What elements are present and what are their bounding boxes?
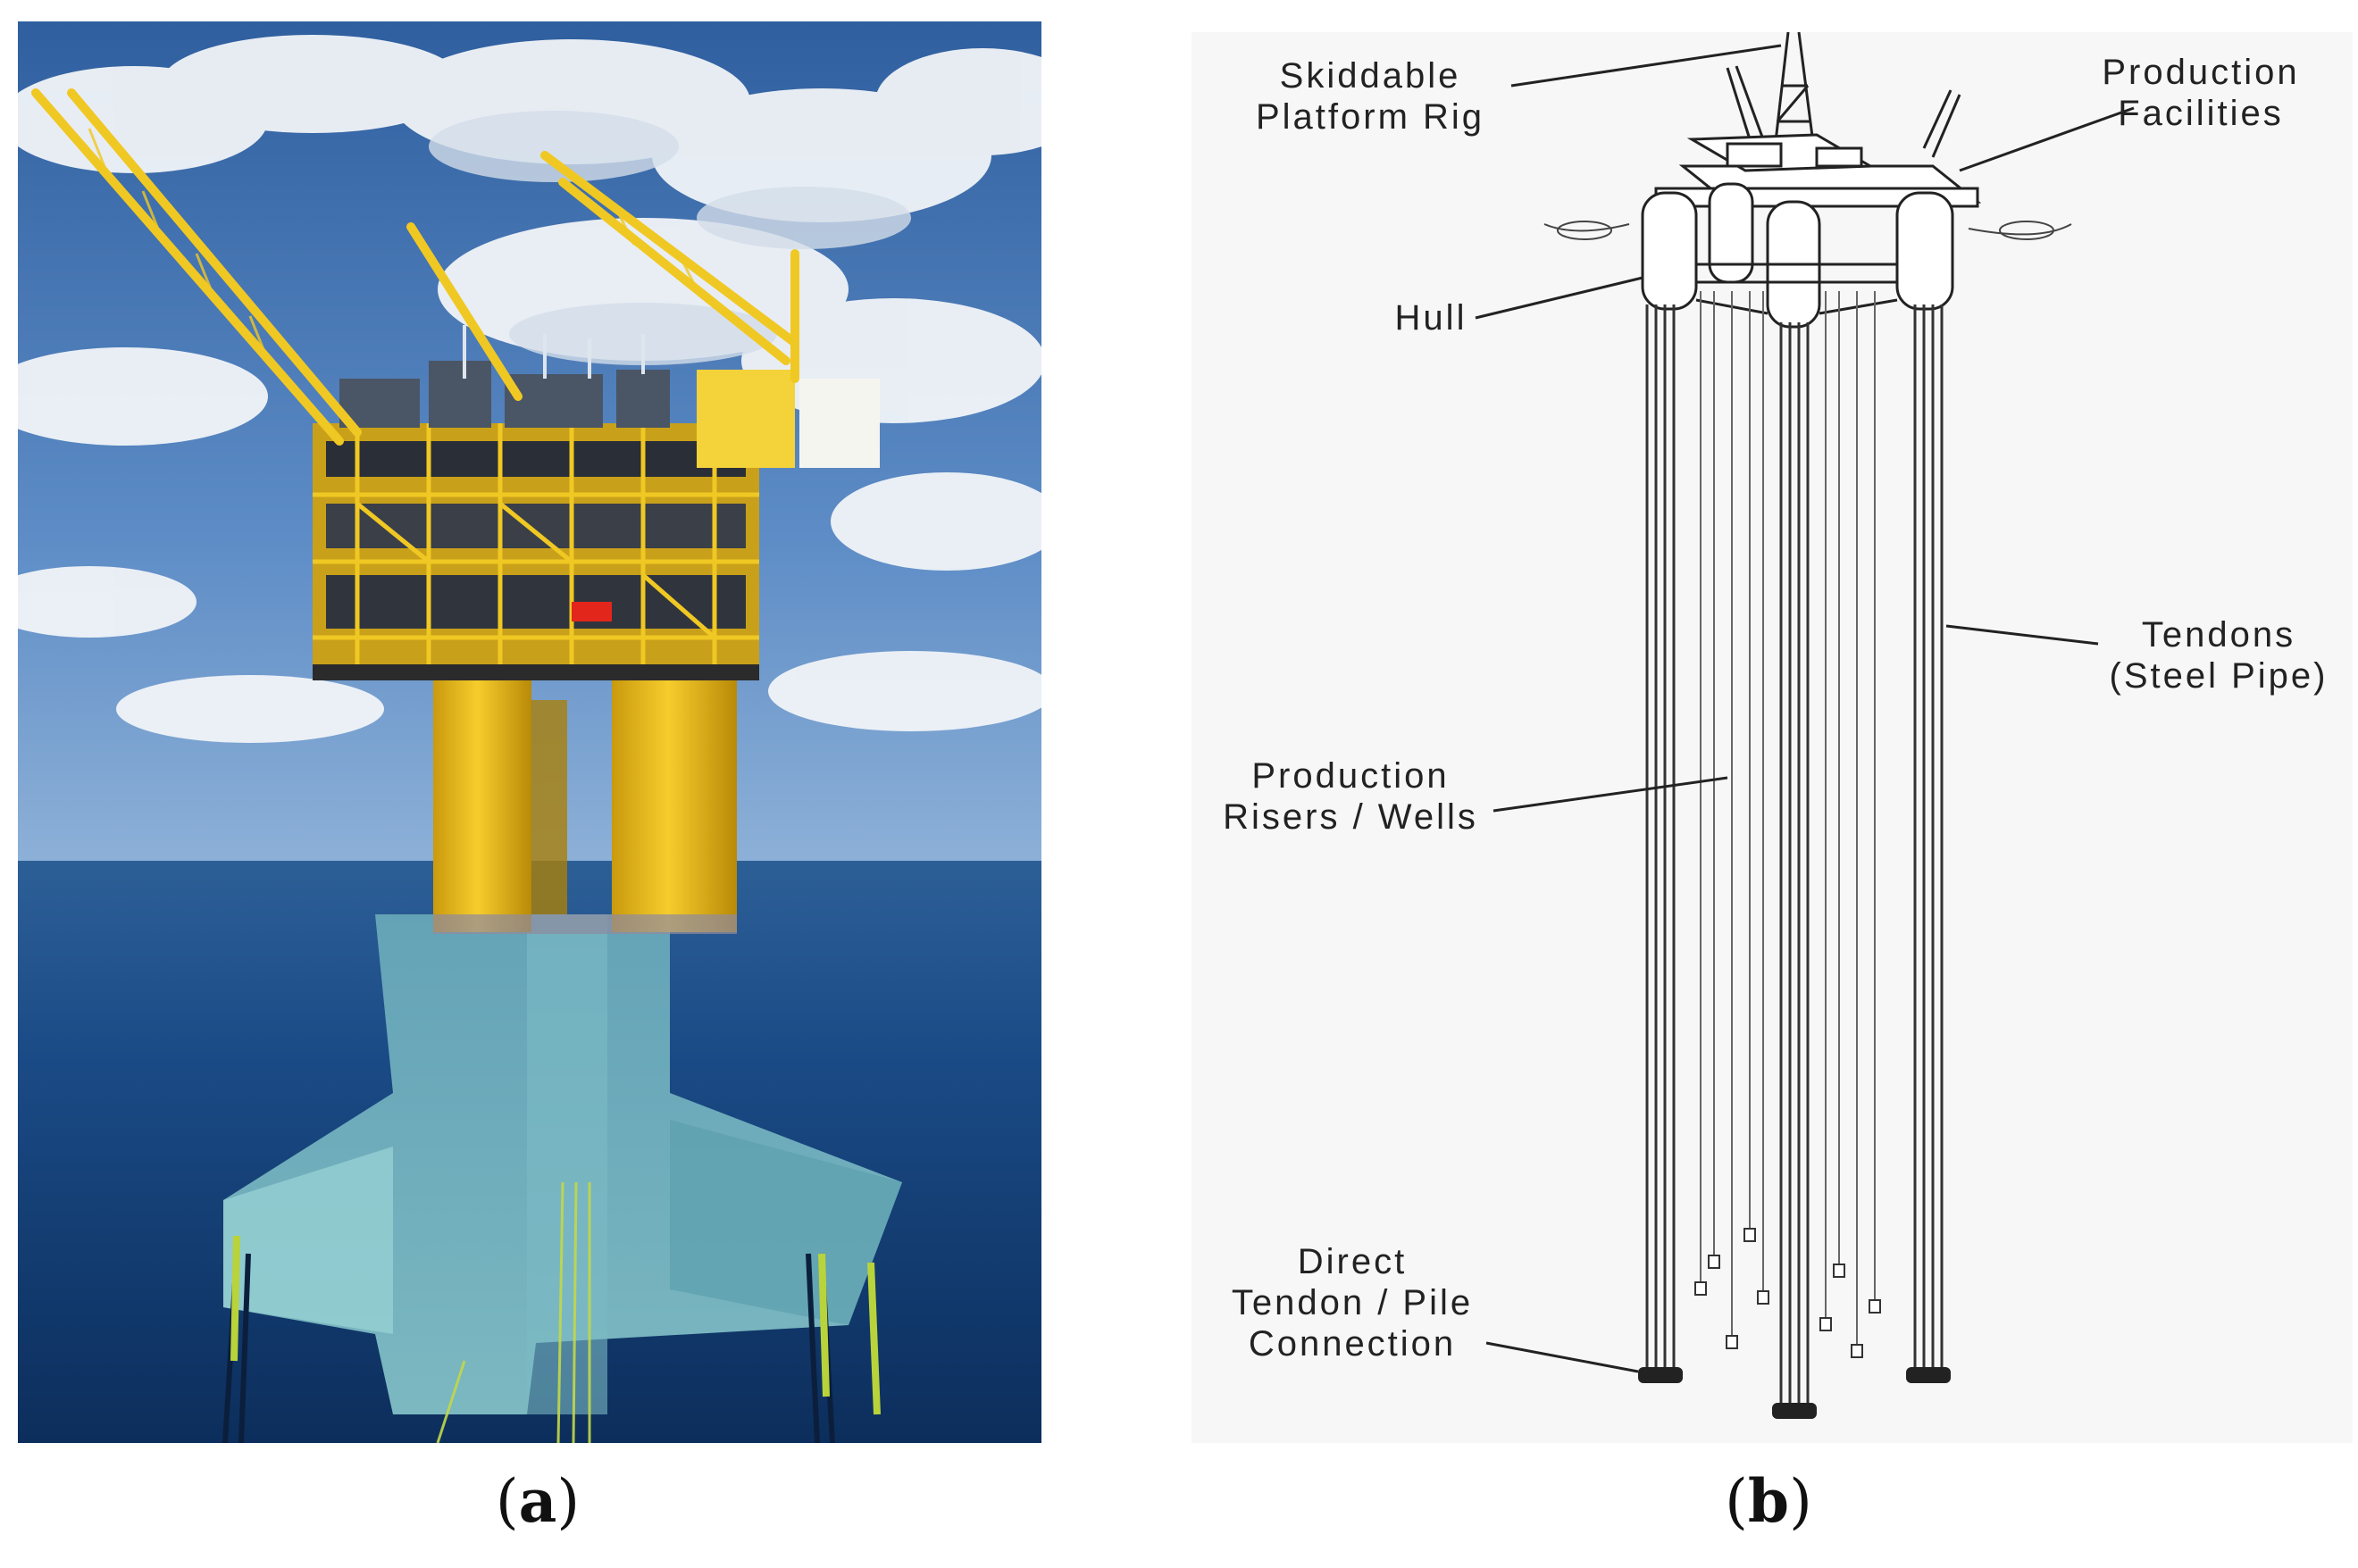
labels: Skiddable Platform Rig Production Facili… (1223, 53, 2329, 1364)
label-tendons-1: Tendons (2142, 615, 2295, 655)
label-risers-2: Risers / Wells (1223, 797, 1478, 837)
tlp-render-illustration (18, 21, 1041, 1443)
label-conn-3: Connection (1249, 1324, 1456, 1364)
leader-lines (1475, 44, 2135, 1373)
caption-b: (b) (1725, 1466, 1812, 1536)
label-conn-1: Direct (1298, 1242, 1407, 1281)
columns (433, 673, 737, 934)
tendon-markers (230, 1235, 881, 1415)
tlp-schematic-svg: Skiddable Platform Rig Production Facili… (1192, 32, 2353, 1443)
label-risers-1: Production (1251, 756, 1449, 796)
label-facilities-1: Production (2102, 53, 2299, 92)
label-hull: Hull (1395, 298, 1467, 338)
tendons-drawing (1645, 304, 1944, 1407)
cranes (31, 88, 799, 446)
label-tendons-2: (Steel Pipe) (2110, 656, 2329, 696)
hull-drawing (1641, 182, 1954, 329)
submerged-hull (223, 914, 902, 1414)
label-rig-1: Skiddable (1280, 56, 1461, 96)
pile-connections (1638, 1367, 1951, 1419)
tlp-render-svg (18, 21, 1041, 1443)
topsides-deck (313, 325, 880, 680)
label-conn-2: Tendon / Pile (1232, 1283, 1473, 1322)
label-rig-2: Platform Rig (1256, 97, 1484, 137)
risers-drawing (1700, 291, 1876, 1345)
tlp-schematic: Skiddable Platform Rig Production Facili… (1192, 32, 2353, 1443)
caption-a: (a) (495, 1466, 581, 1536)
label-facilities-2: Facilities (2118, 94, 2284, 133)
